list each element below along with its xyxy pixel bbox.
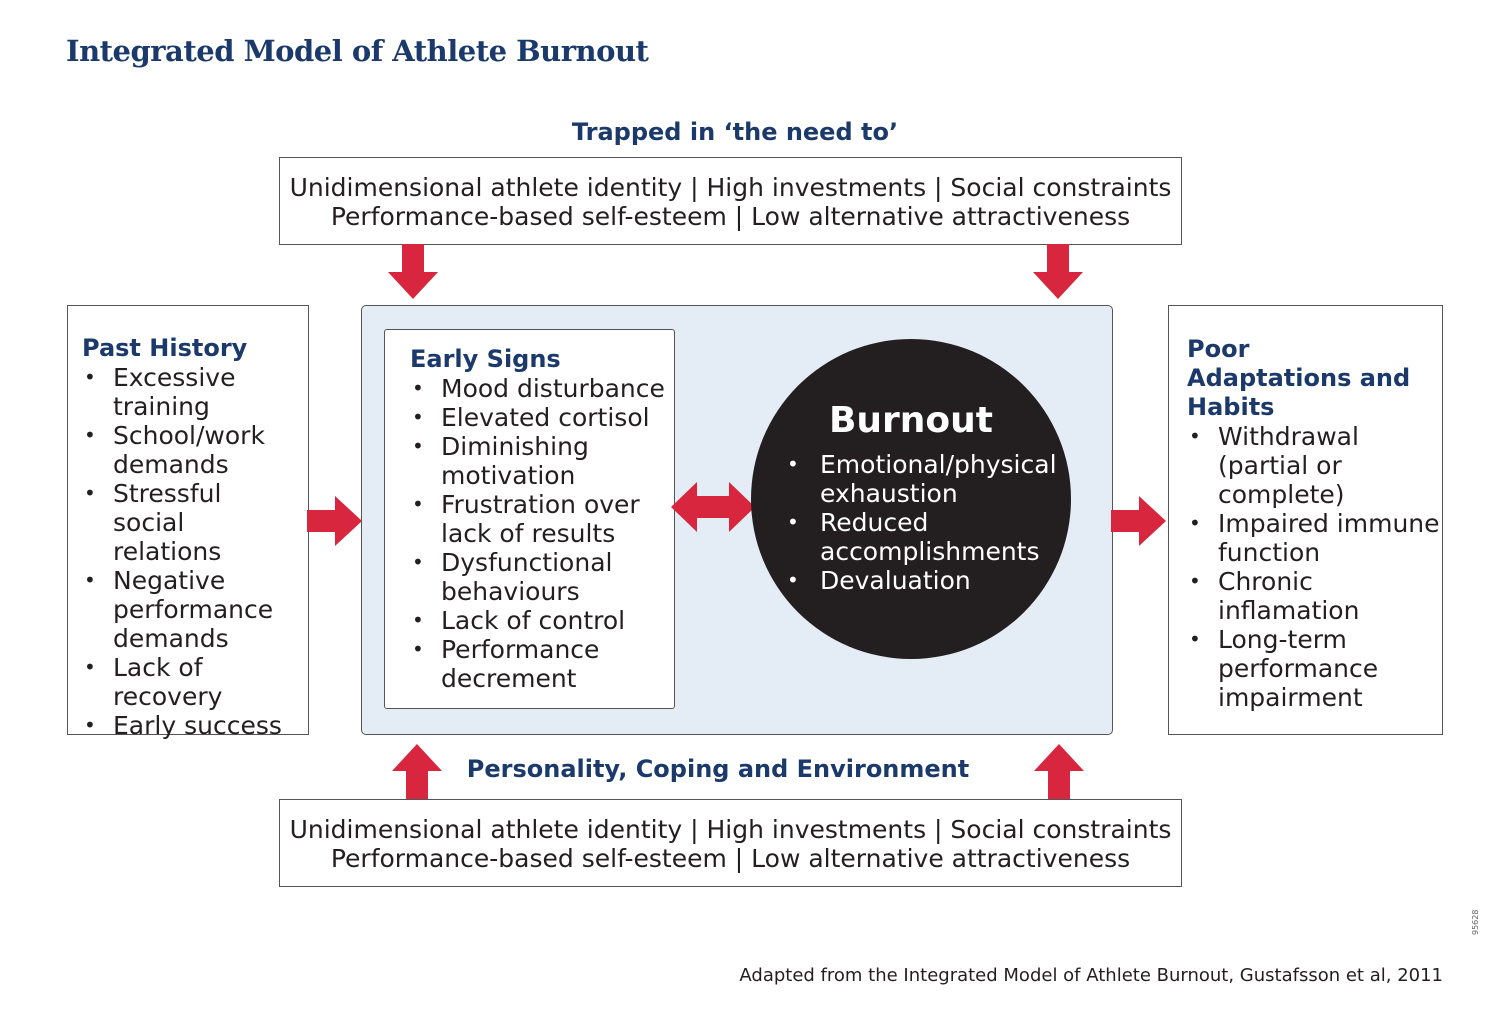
list-item: School/work demands [82,421,298,479]
list-item: Devaluation [787,566,1050,595]
list-item: Elevated cortisol [410,403,668,432]
list-item: Mood disturbance [410,374,668,403]
list-item: Reduced accomplishments [787,508,1050,566]
arrow-right-out-of-center [1111,496,1166,546]
early-signs-box: Early Signs Mood disturbance Elevated co… [384,329,675,709]
past-history-box: Past History Excessive training School/w… [67,305,309,740]
list-item: Lack of recovery [82,653,298,711]
poor-adaptations-list: Withdrawal (partial or complete) Impaire… [1187,422,1440,712]
arrow-down-right [1033,244,1083,299]
list-item: Long-term performance impairment [1187,625,1398,712]
figure-code: 95628 [1471,909,1480,935]
page-title: Integrated Model of Athlete Burnout [66,34,649,68]
arrow-up-left [392,744,442,800]
list-item: Impaired immune function [1187,509,1458,567]
list-item: Dysfunctional behaviours [410,548,668,606]
burnout-heading: Burnout [828,400,994,441]
list-item: Excessive training [82,363,298,421]
list-item: Stressful social relations [82,479,298,566]
list-item: Negative performance demands [82,566,298,653]
list-item: Early success [82,711,298,740]
top-constraints-line: Performance-based self-esteem | Low alte… [330,202,1131,231]
top-constraints-line: Unidimensional athlete identity | High i… [289,173,1172,202]
early-signs-list: Mood disturbance Elevated cortisol Dimin… [410,374,668,693]
arrow-down-left [388,244,438,299]
early-signs-heading: Early Signs [410,345,561,373]
source-citation: Adapted from the Integrated Model of Ath… [739,965,1443,986]
bottom-factors-box: Unidimensional athlete identity | High i… [279,799,1182,887]
top-section-heading: Trapped in ‘the need to’ [571,118,899,146]
list-item: Chronic inflamation [1187,567,1436,625]
burnout-list: Emotional/physical exhaustion Reduced ac… [787,450,1057,595]
list-item: Lack of control [410,606,668,635]
bottom-factors-line: Unidimensional athlete identity | High i… [289,815,1172,844]
arrow-bidirectional [671,482,755,532]
past-history-heading: Past History [82,334,248,362]
arrow-right-into-center [307,496,362,546]
burnout-circle: Burnout Emotional/physical exhaustion Re… [751,339,1071,659]
list-item: Withdrawal (partial or complete) [1187,422,1378,509]
poor-adaptations-box: Poor Adaptations and Habits Withdrawal (… [1168,305,1443,735]
list-item: Performance decrement [410,635,668,693]
bottom-section-heading: Personality, Coping and Environment [466,755,970,783]
top-constraints-box: Unidimensional athlete identity | High i… [279,157,1182,245]
list-item: Frustration over lack of results [410,490,668,548]
list-item: Emotional/physical exhaustion [787,450,1057,508]
bottom-factors-line: Performance-based self-esteem | Low alte… [330,844,1131,873]
list-item: Diminishing motivation [410,432,668,490]
poor-adaptations-heading: Poor Adaptations and Habits [1187,335,1411,421]
arrow-up-right [1034,744,1084,800]
past-history-list: Excessive training School/work demands S… [82,363,298,740]
